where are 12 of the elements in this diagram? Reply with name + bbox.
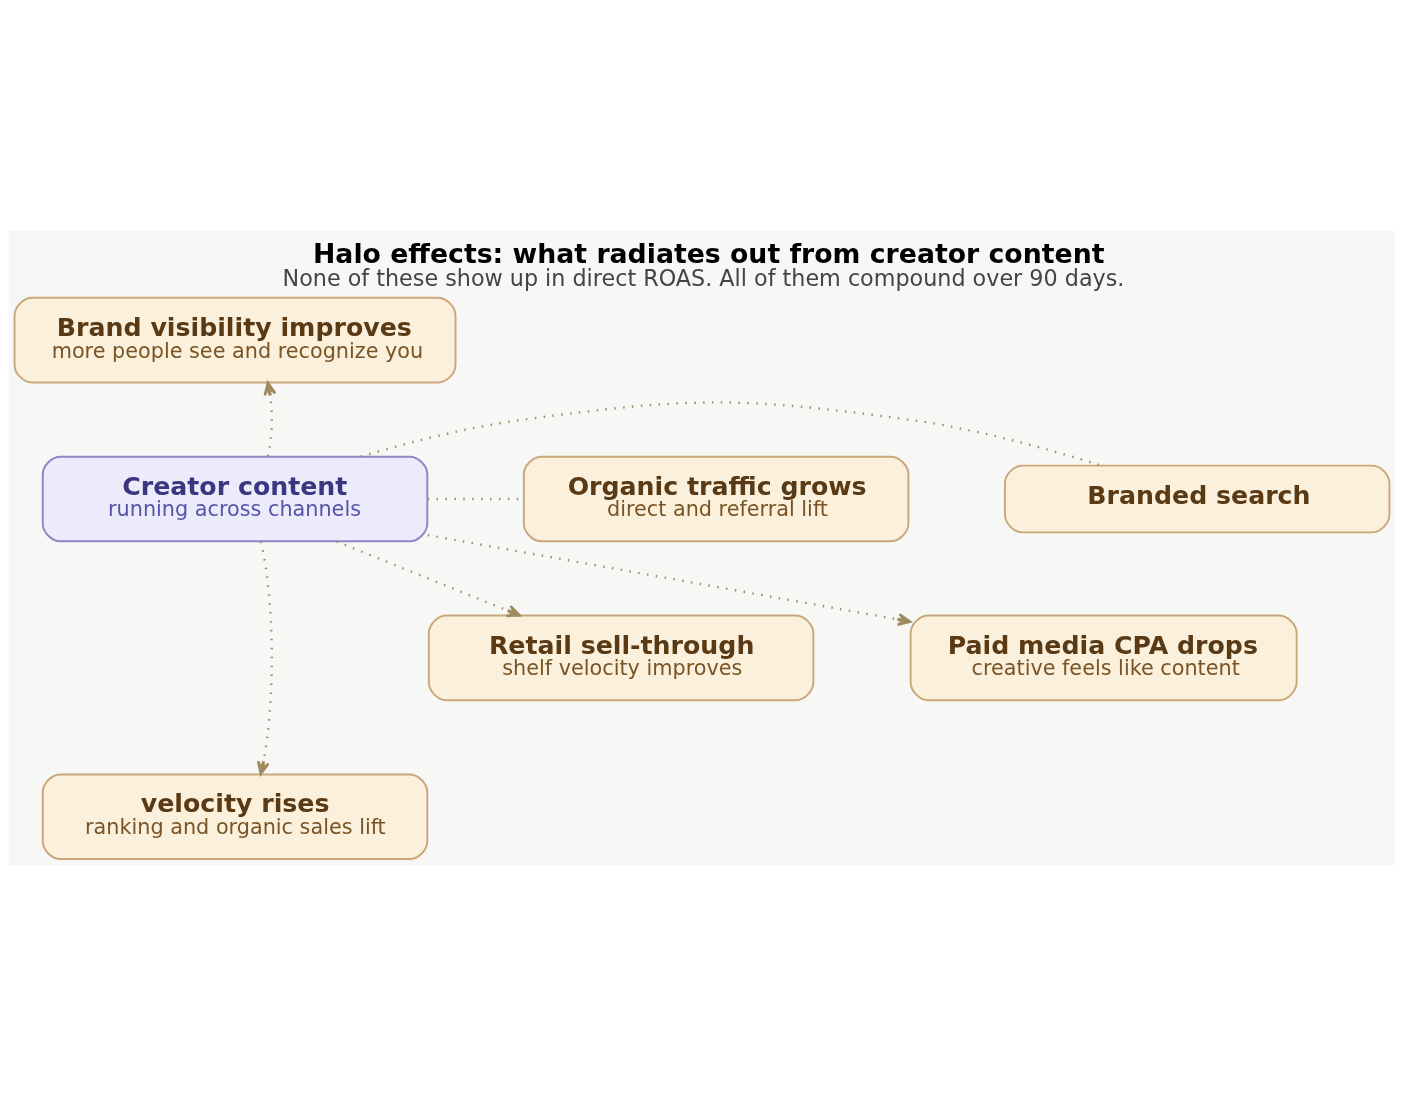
- node-box: velocity rises ranking and organic sales lift: [41, 773, 429, 861]
- node-box: Paid media CPA drops creative feels like content: [909, 614, 1298, 702]
- arrow: [263, 381, 277, 457]
- node-box: Organic traffic grows direct and referral lift: [522, 455, 910, 543]
- arrow: [427, 533, 912, 627]
- arrow: [336, 540, 521, 618]
- node-box: Branded search: [1003, 464, 1391, 534]
- node-box: Creator content running across channels: [41, 455, 429, 543]
- node-box: Retail sell-through shelf velocity improves: [427, 614, 815, 702]
- node-box: Brand visibility improves more people see and recognize you: [13, 296, 457, 384]
- arrow: [256, 541, 273, 776]
- connector: [360, 401, 1102, 467]
